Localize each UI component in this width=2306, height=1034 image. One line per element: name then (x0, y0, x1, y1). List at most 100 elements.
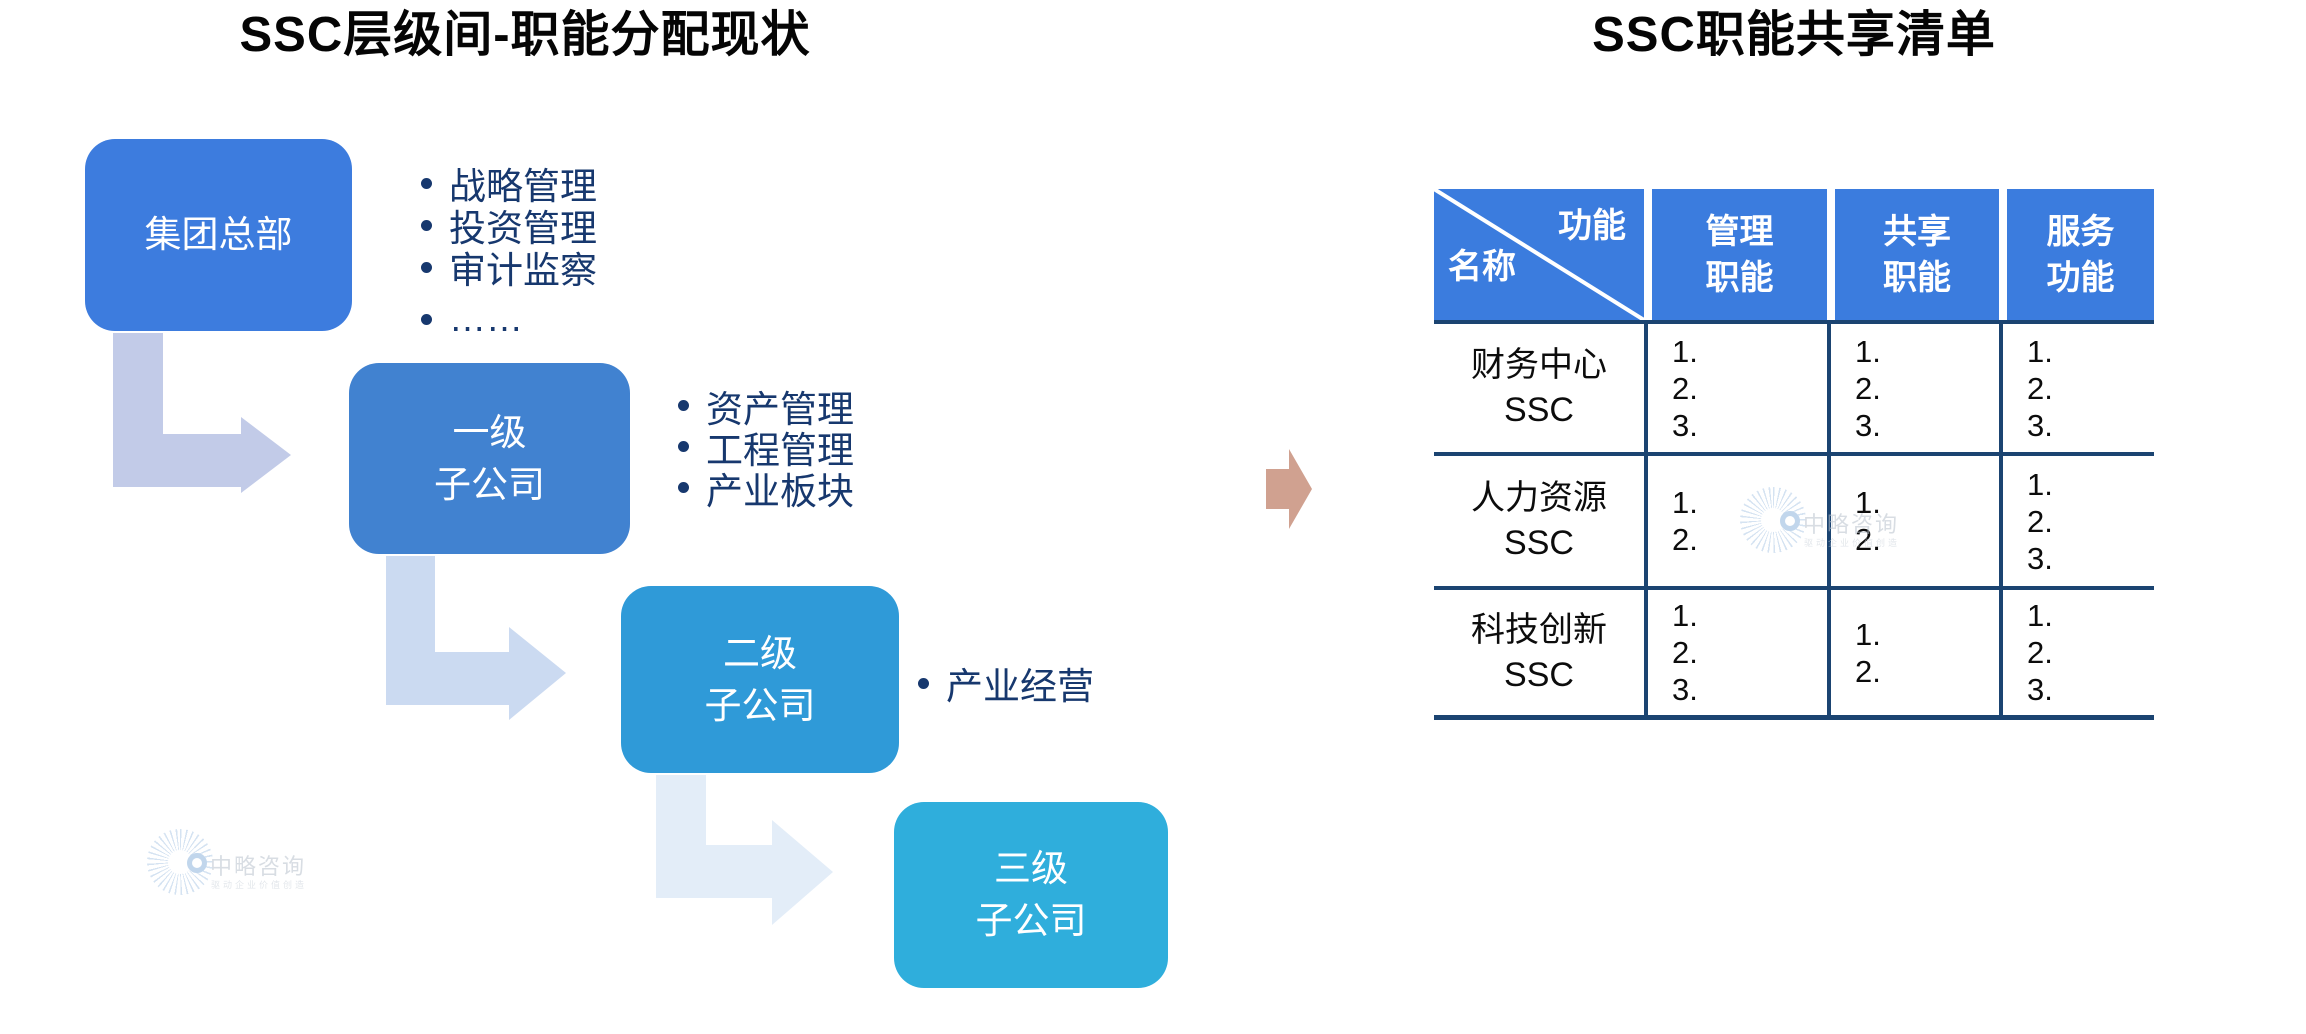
row-name-line: 财务中心 (1471, 346, 1607, 384)
bullet-label: 投资管理 (449, 208, 597, 249)
row-name-line: SSC (1504, 524, 1574, 562)
numbered-line: 1. (1855, 485, 1881, 520)
numbered-line: 3. (2027, 672, 2053, 707)
numbered-line: 2. (1855, 653, 1881, 689)
org-node-label: 二级 (723, 632, 797, 674)
bullet-dot-icon (421, 313, 432, 325)
row-header-finance-ssc: 财务中心 SSC (1434, 320, 1644, 452)
function-sharing-table: 功能 名称 管理 职能 共享 职能 服务 功能 财务中心 SSC 1. 2. 3… (1434, 189, 2154, 720)
header-line: 共享 (1883, 212, 1951, 251)
table-cell: 1. 2. (1644, 452, 1827, 586)
table-corner-cell: 功能 名称 (1434, 189, 1644, 320)
bullet-label: 工程管理 (706, 429, 854, 471)
numbered-line: 3. (2027, 540, 2053, 576)
table-cell: 1. 2. 3. (1644, 320, 1827, 452)
numbered-line: 1. (2027, 598, 2053, 633)
numbered-line: 1. (2027, 333, 2053, 369)
function-list-group-hq: 战略管理 投资管理 审计监察 …… (421, 162, 597, 340)
numbered-line: 3. (1672, 407, 1698, 443)
list-item: …… (421, 298, 597, 340)
column-header-service: 服务 功能 (1999, 189, 2154, 320)
numbered-line: 2. (1855, 370, 1881, 406)
numbered-line: 2. (1672, 635, 1698, 670)
function-list-level1: 资产管理 工程管理 产业板块 (678, 385, 854, 512)
org-node-level3-subsidiary: 三级 子公司 (894, 802, 1168, 988)
numbered-line: 1. (1855, 616, 1881, 652)
left-section-title: SSC层级间-职能分配现状 (239, 8, 811, 62)
numbered-line: 1. (2027, 466, 2053, 502)
transition-arrow (1266, 449, 1312, 529)
numbered-line: 2. (1855, 522, 1881, 557)
bullet-dot-icon (678, 400, 689, 411)
list-item: 战略管理 (421, 162, 597, 207)
org-node-label: 子公司 (434, 463, 545, 505)
table-cell: 1. 2. 3. (1999, 586, 2154, 720)
corner-label-function: 功能 (1558, 207, 1626, 245)
org-node-level1-subsidiary: 一级 子公司 (349, 363, 630, 554)
diagonal-divider-line (1434, 189, 1644, 320)
numbered-line: 2. (2027, 370, 2053, 406)
org-node-label: 集团总部 (144, 214, 293, 255)
header-line: 功能 (2046, 258, 2115, 297)
list-item: 工程管理 (678, 426, 854, 471)
elbow-arrow-3 (656, 775, 833, 925)
bullet-dot-icon (678, 482, 689, 493)
org-node-group-hq: 集团总部 (85, 139, 352, 331)
bullet-dot-icon (678, 441, 689, 452)
elbow-arrow-1 (113, 333, 291, 493)
function-list-level2: 产业经营 (918, 662, 1094, 707)
column-header-management: 管理 职能 (1644, 189, 1827, 320)
row-name-line: 人力资源 (1471, 479, 1607, 517)
header-line: 职能 (1883, 258, 1951, 297)
bullet-label: …… (449, 298, 523, 339)
row-name-line: SSC (1504, 655, 1574, 694)
right-section-title: SSC职能共享清单 (1592, 8, 1996, 62)
bullet-dot-icon (918, 677, 929, 689)
numbered-line: 1. (1672, 333, 1698, 369)
numbered-line: 3. (2027, 407, 2053, 443)
row-header-tech-ssc: 科技创新 SSC (1434, 586, 1644, 720)
list-item: 资产管理 (678, 385, 854, 430)
table-cell: 1. 2. (1827, 452, 1999, 586)
org-node-level2-subsidiary: 二级 子公司 (621, 586, 899, 773)
org-node-label: 一级 (452, 411, 527, 453)
list-item: 产业经营 (918, 662, 1094, 707)
row-name-line: 科技创新 (1471, 610, 1607, 649)
header-line: 服务 (2046, 212, 2115, 251)
bullet-label: 战略管理 (449, 166, 597, 207)
org-node-label: 子公司 (975, 900, 1087, 941)
table-cell: 1. 2. 3. (1827, 320, 1999, 452)
header-line: 职能 (1705, 258, 1774, 297)
numbered-line: 2. (2027, 503, 2053, 539)
bullet-label: 审计监察 (449, 250, 597, 291)
table-cell: 1. 2. (1827, 586, 1999, 720)
numbered-line: 1. (1672, 485, 1698, 520)
numbered-line: 2. (1672, 370, 1698, 406)
org-node-label: 子公司 (704, 684, 816, 726)
list-item: 产业板块 (678, 467, 854, 512)
header-line: 管理 (1705, 212, 1774, 251)
numbered-line: 3. (1672, 672, 1698, 707)
numbered-line: 1. (1672, 598, 1698, 633)
numbered-line: 3. (1855, 407, 1881, 443)
table-cell: 1. 2. 3. (1999, 452, 2154, 586)
row-header-hr-ssc: 人力资源 SSC (1434, 452, 1644, 586)
table-cell: 1. 2. 3. (1644, 586, 1827, 720)
column-header-shared: 共享 职能 (1827, 189, 1999, 320)
list-item: 投资管理 (421, 204, 597, 249)
bullet-label: 产业经营 (946, 666, 1094, 707)
bullet-dot-icon (421, 219, 432, 231)
bullet-label: 资产管理 (706, 388, 854, 430)
list-item: 审计监察 (421, 246, 597, 291)
bullet-dot-icon (421, 177, 432, 189)
row-name-line: SSC (1504, 391, 1574, 429)
bullet-dot-icon (421, 261, 432, 273)
elbow-arrow-2 (386, 556, 566, 720)
org-node-label: 三级 (994, 848, 1068, 889)
numbered-line: 2. (1672, 522, 1698, 557)
numbered-line: 2. (2027, 635, 2053, 670)
table-cell: 1. 2. 3. (1999, 320, 2154, 452)
numbered-line: 1. (1855, 333, 1881, 369)
